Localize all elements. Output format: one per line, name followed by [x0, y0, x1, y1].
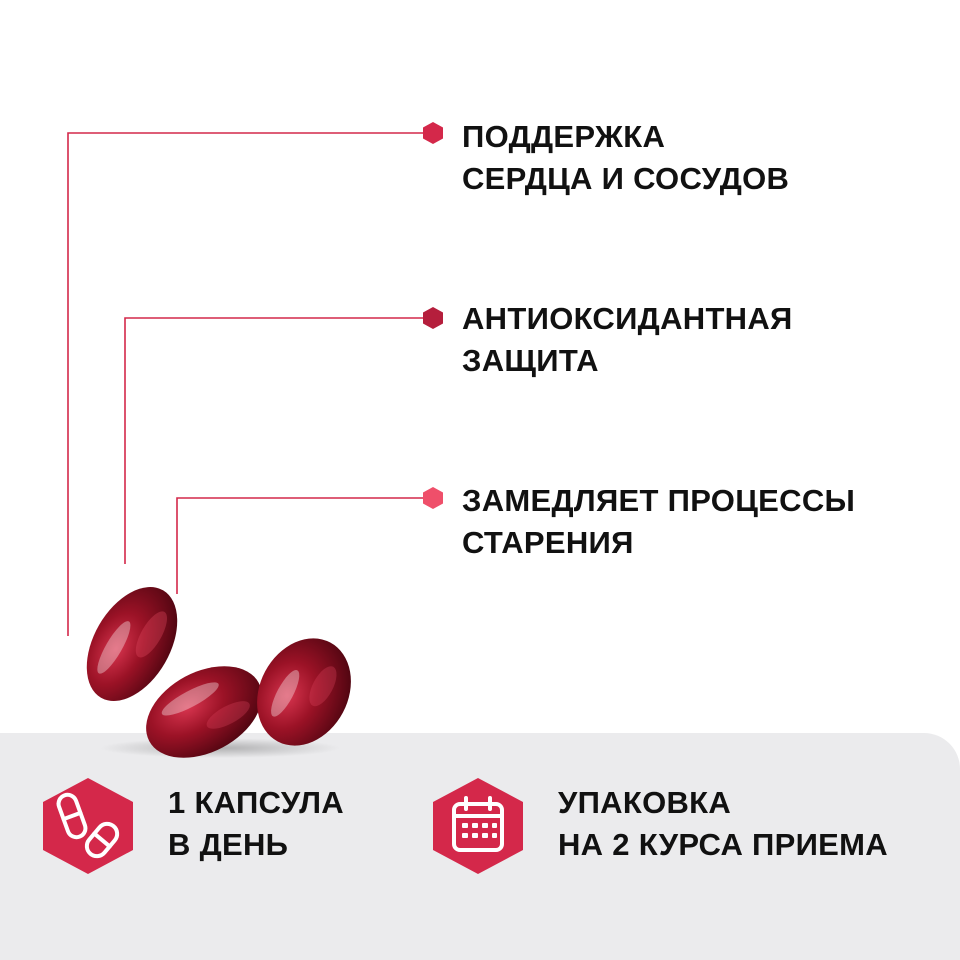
- feature-line: В ДЕНЬ: [168, 827, 289, 862]
- benefit-antioxidant: АНТИОКСИДАНТНАЯ ЗАЩИТА: [462, 298, 793, 382]
- feature-line: УПАКОВКА: [558, 785, 732, 820]
- hexagon-bullet-icon: [423, 307, 443, 329]
- calendar-icon: [452, 796, 504, 852]
- benefit-anti-aging: ЗАМЕДЛЯЕТ ПРОЦЕССЫ СТАРЕНИЯ: [462, 480, 855, 564]
- benefit-line: ЗАМЕДЛЯЕТ ПРОЦЕССЫ: [462, 483, 856, 518]
- capsule: [257, 638, 351, 746]
- connector-line-1: [67, 132, 424, 636]
- feature-dosage-badge: [43, 778, 133, 874]
- feature-package: УПАКОВКА НА 2 КУРСА ПРИЕМА: [558, 782, 888, 866]
- capsules-image: [86, 587, 351, 758]
- benefit-heart-support: ПОДДЕРЖКА СЕРДЦА И СОСУДОВ: [462, 116, 789, 200]
- benefit-line: АНТИОКСИДАНТНАЯ: [462, 301, 793, 336]
- hexagon-bullet-icon: [423, 122, 443, 144]
- capsule: [86, 587, 178, 701]
- hexagon-bullet-icon: [423, 487, 443, 509]
- benefit-line: СЕРДЦА И СОСУДОВ: [462, 161, 790, 196]
- benefit-line: ПОДДЕРЖКА: [462, 119, 666, 154]
- benefit-line: ЗАЩИТА: [462, 343, 599, 378]
- feature-package-badge: [433, 778, 523, 874]
- capsule-pill-icon: [56, 792, 120, 859]
- benefit-line: СТАРЕНИЯ: [462, 525, 634, 560]
- feature-dosage: 1 КАПСУЛА В ДЕНЬ: [168, 782, 344, 866]
- connector-line-2: [124, 317, 424, 564]
- connector-line-3: [176, 497, 424, 594]
- capsule: [146, 666, 262, 758]
- feature-line: 1 КАПСУЛА: [168, 785, 344, 820]
- feature-line: НА 2 КУРСА ПРИЕМА: [558, 827, 888, 862]
